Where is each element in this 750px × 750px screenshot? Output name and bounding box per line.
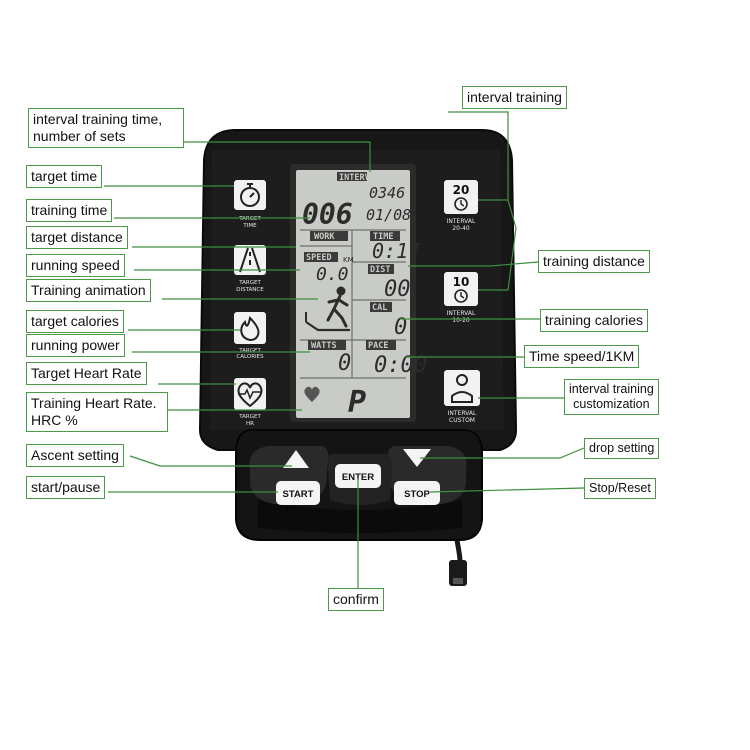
lcd-interval-tag: INTERVAL [339,173,380,183]
callout-training-hr-line1: Training Heart Rate. [31,395,157,411]
interval-custom-caption-1: INTERVAL [448,410,477,417]
lcd-main-value: 006 [302,198,353,231]
callout-interval-time-sets: interval training time, number of sets [28,108,184,148]
enter-button[interactable] [335,464,381,488]
callout-drop-setting: drop setting [584,438,660,459]
callout-training-calories: training calories [540,309,649,332]
interval-10-20-key[interactable] [444,272,478,306]
stopwatch-icon [240,183,260,207]
start-button-label: START [283,489,314,500]
callout-running-speed: running speed [26,254,125,277]
callout-training-animation: Training animation [26,279,151,302]
bottom-buttons: ENTER START STOP [249,446,467,505]
callout-training-hr-line2: HRC % [31,412,78,428]
target-hr-caption-1: TARGET [238,414,261,420]
running-animation-icon [305,286,350,332]
right-keys: 20 10 INTERVAL 20-40 INTERVAL 10-20 INTE… [444,180,480,424]
lcd-watts-value: 0 [338,351,351,376]
interval-20-40-key[interactable] [444,180,478,214]
lcd-dist-label: DIST [370,265,390,275]
lcd-dist-value: 00 [384,277,411,302]
callout-target-time: target time [26,165,103,188]
up-arrow-button[interactable] [283,450,309,468]
target-hr-caption-2: HR [246,421,254,427]
lcd-interval-sets: 01/08 [366,206,411,224]
interval-20-number: 20 [453,183,470,197]
lcd-work-label: WORK [314,232,335,242]
callout-interval-customization: interval training customization [564,379,659,415]
left-keys: TARGET TIME TARGET DISTANCE TARGET CALOR… [234,180,266,427]
enter-button-label: ENTER [342,472,374,483]
callout-training-time: training time [26,199,113,222]
stop-button-label: STOP [404,489,430,500]
callout-target-distance: target distance [26,226,128,249]
target-calories-caption-2: CALORIES [236,354,264,360]
lcd-time-value: 0:17 [372,239,420,263]
callout-stop-reset: Stop/Reset [584,478,656,499]
lcd-watts-label: WATTS [311,341,337,351]
lcd-speed-unit: KM [343,256,354,264]
target-calories-caption-1: TARGET [238,348,261,354]
target-distance-caption-2: DISTANCE [236,287,264,293]
interval-10-number: 10 [453,275,470,289]
lcd-pace-label: PACE [368,341,388,351]
target-time-caption-1: TARGET [238,216,261,222]
lcd-heart-icon [304,386,320,402]
interval-custom-caption-2: CUSTOM [449,417,475,424]
lcd-time-label: TIME [373,232,393,242]
callout-training-distance: training distance [538,250,650,273]
callout-time-speed: Time speed/1KM [524,345,640,368]
heart-rate-icon [237,382,263,408]
callout-ascent-setting: Ascent setting [26,444,124,467]
target-distance-caption-1: TARGET [238,280,261,286]
callout-interval-custom-line1: interval training [569,382,654,396]
lcd-cal-label: CAL [372,303,387,313]
clock-icon [454,197,468,211]
target-time-caption-2: TIME [242,223,257,229]
road-icon [239,247,261,273]
stop-button[interactable] [394,481,440,505]
lcd-cal-value: 0 [394,315,407,340]
callout-target-calories: target calories [26,310,124,333]
interval-10-caption-1: INTERVAL [447,310,476,317]
target-hr-key[interactable] [234,378,266,410]
callout-training-heart-rate: Training Heart Rate. HRC % [26,392,168,432]
interval-10-caption-2: 10-20 [452,317,470,324]
callout-interval-time-sets-line1: interval training time, [33,111,163,127]
interval-20-caption-2: 20-40 [452,225,470,232]
start-button[interactable] [276,481,320,505]
lcd-speed-label: SPEED [306,253,332,263]
lcd-hr-value: P [348,385,366,420]
callout-running-power: running power [26,334,125,357]
callout-interval-training: interval training [462,86,567,109]
callout-confirm: confirm [328,588,384,611]
lcd-speed-value: 0.0 [316,264,349,285]
flame-icon [240,315,260,342]
person-icon [451,374,473,403]
clock-icon [454,289,468,303]
callout-interval-custom-line2: customization [573,397,650,411]
callout-target-heart-rate: Target Heart Rate [26,362,147,385]
lcd-interval-time: 0346 [369,184,405,202]
callout-interval-time-sets-line2: number of sets [33,128,126,144]
down-arrow-button[interactable] [403,449,431,467]
callout-start-pause: start/pause [26,476,106,499]
interval-20-caption-1: INTERVAL [447,218,476,225]
